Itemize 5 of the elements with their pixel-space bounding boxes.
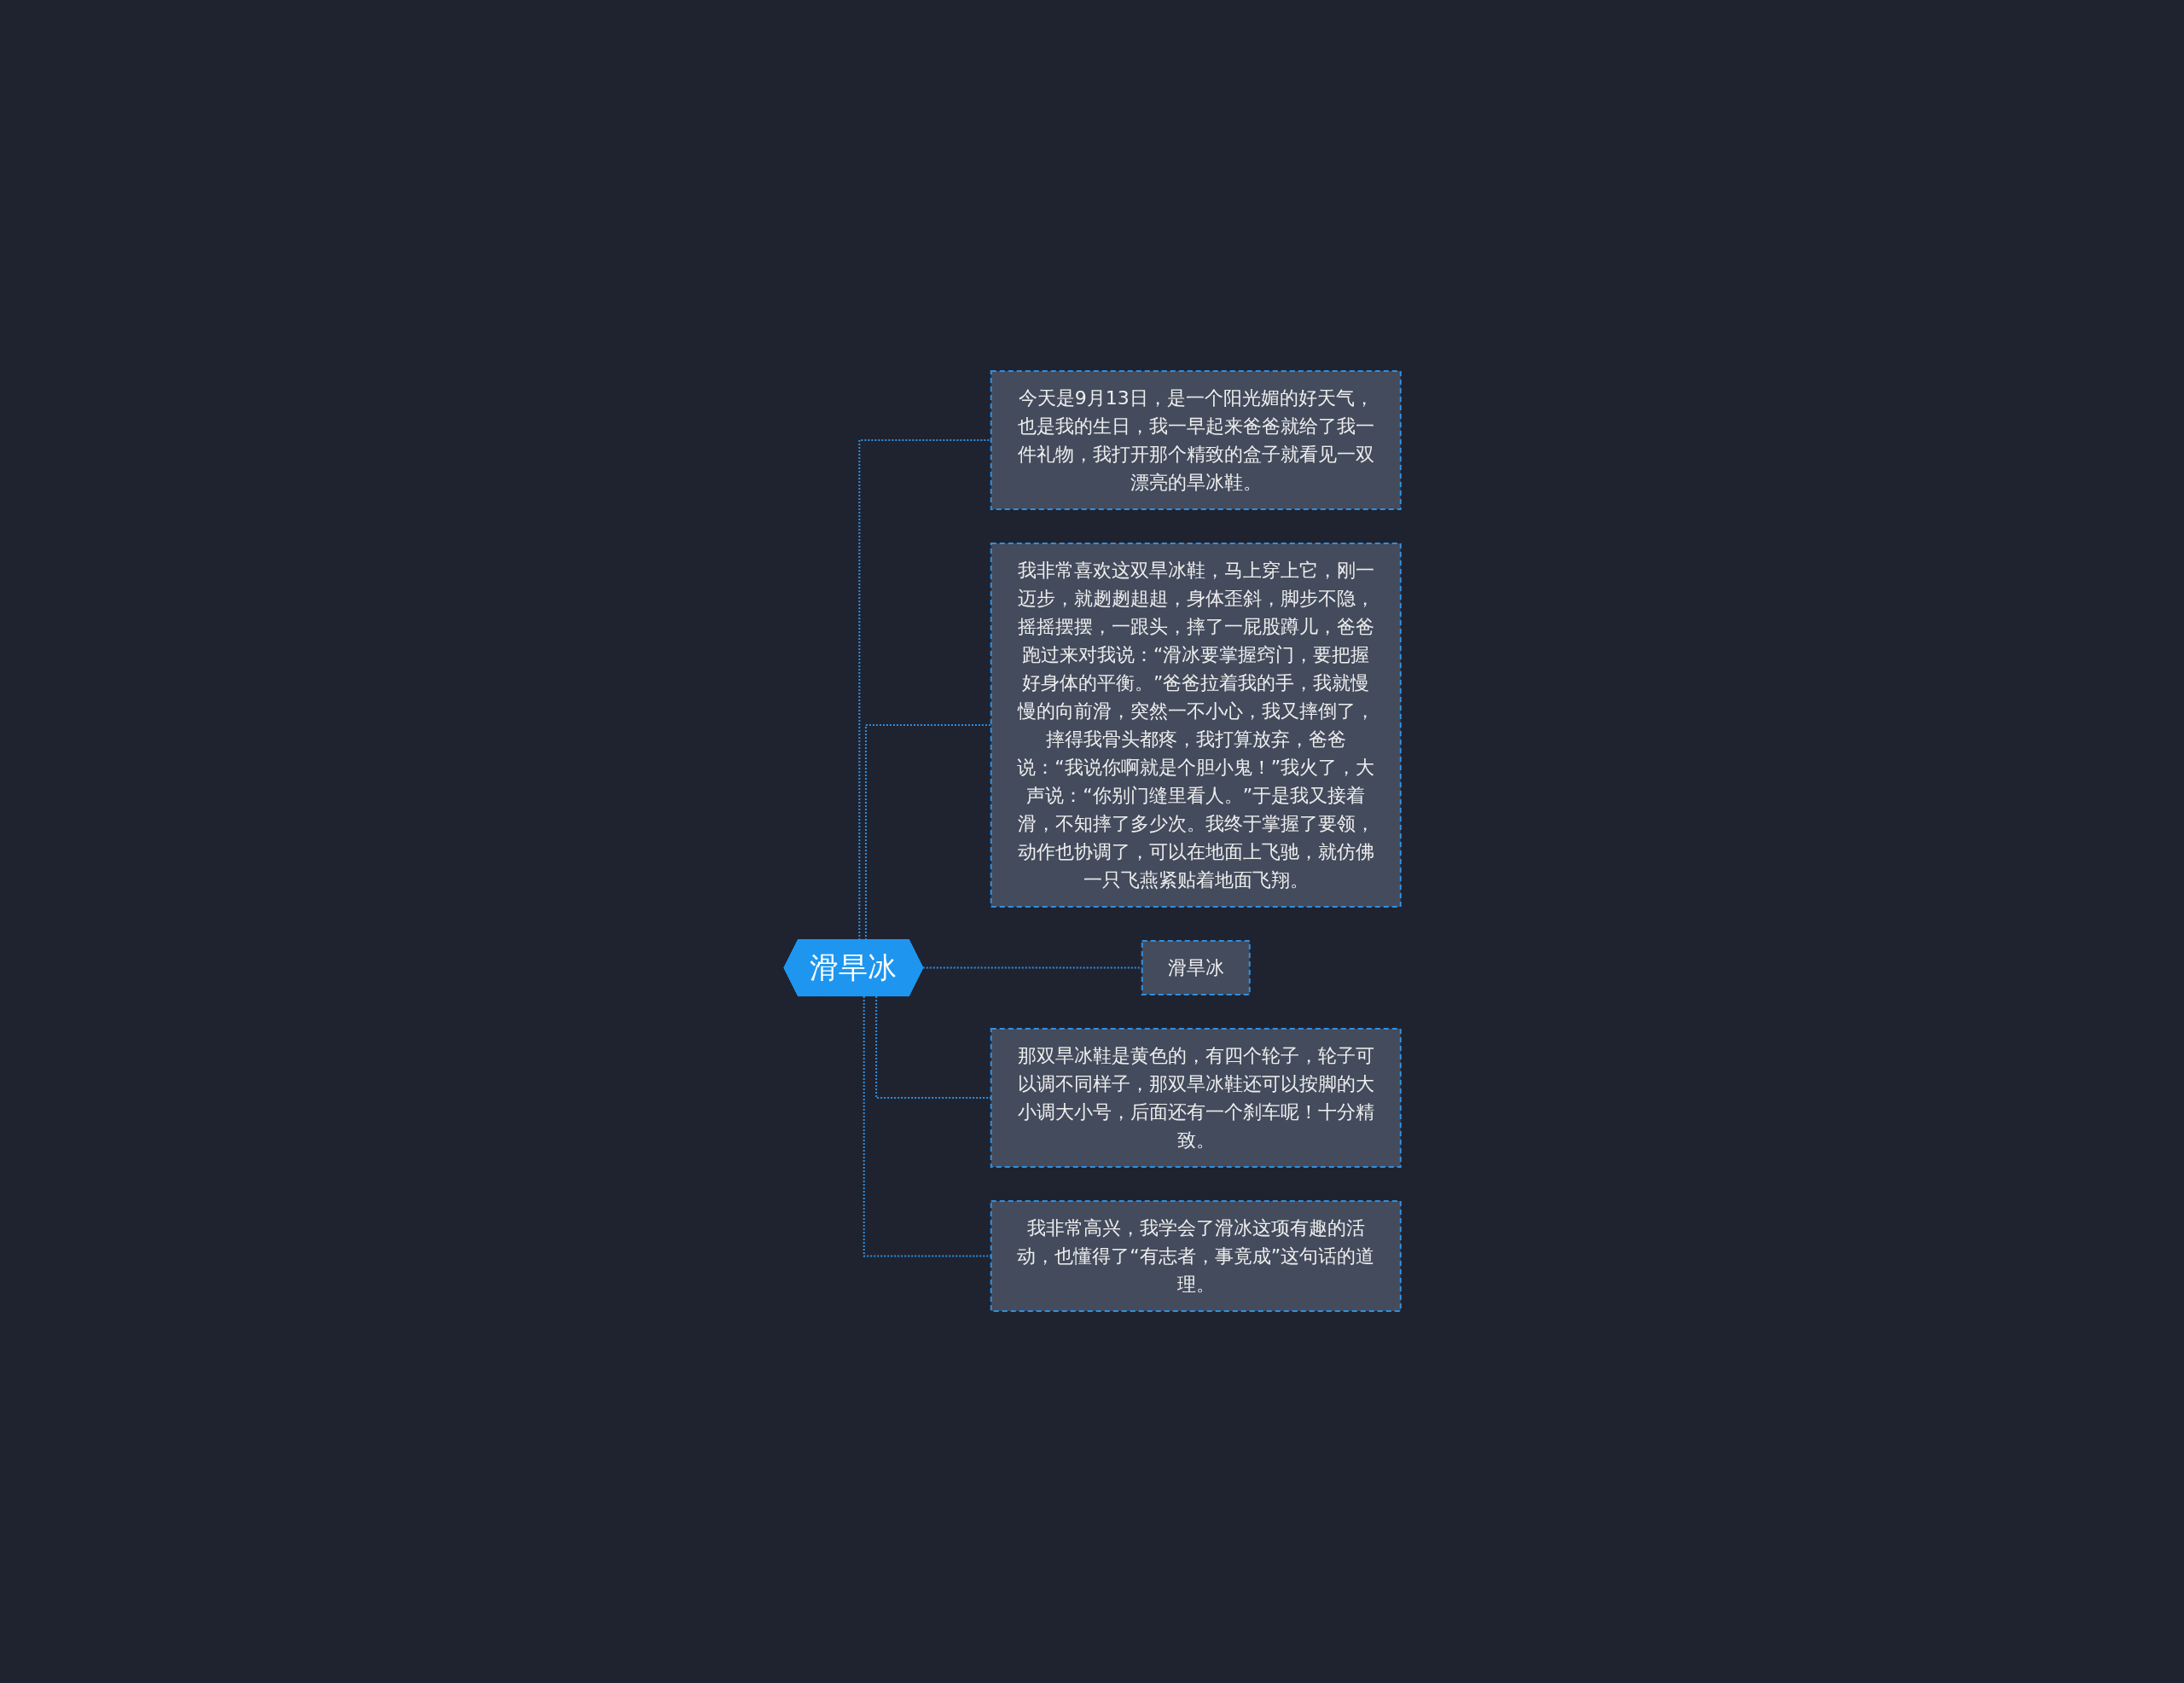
node-box: 那双旱冰鞋是黄色的，有四个轮子，轮子可以调不同样子，那双旱冰鞋还可以按脚的大小调大小号，后面还有一个刹车呢！十分精致。 [990, 1028, 1402, 1169]
node-box: 今天是9月13日，是一个阳光媚的好天气，也是我的生日，我一早起来爸爸就给了我一件礼物，我打开那个精致的盒子就看见一双漂亮的旱冰鞋。 [990, 370, 1402, 511]
node-box: 滑旱冰 [1141, 940, 1251, 996]
node-box: 我非常高兴，我学会了滑冰这项有趣的活动，也懂得了“有志者，事竟成”这句话的道理。 [990, 1200, 1402, 1313]
node-box: 我非常喜欢这双旱冰鞋，马上穿上它，刚一迈步，就趔趔趄趄，身体歪斜，脚步不隐，摇摇摆摆，一跟头，摔了一屁股蹲儿，爸爸跑过来对我说：“滑冰要掌握窍门，要把握好身体的平衡。”爸爸拉着我的手，我就慢慢的向前滑，突然一不小心，我又摔倒了，摔得我骨头都疼，我打算放弃，爸爸说：“我说你啊就是个胆小鬼！”我火了，大声说：“你别门缝里看人。”于是我又接着滑，不知摔了多少次。我终于掌握了要领，动作也协调了，可以在地面上飞驰，就仿佛一只飞燕紧贴着地面飞翔。 [990, 543, 1402, 908]
